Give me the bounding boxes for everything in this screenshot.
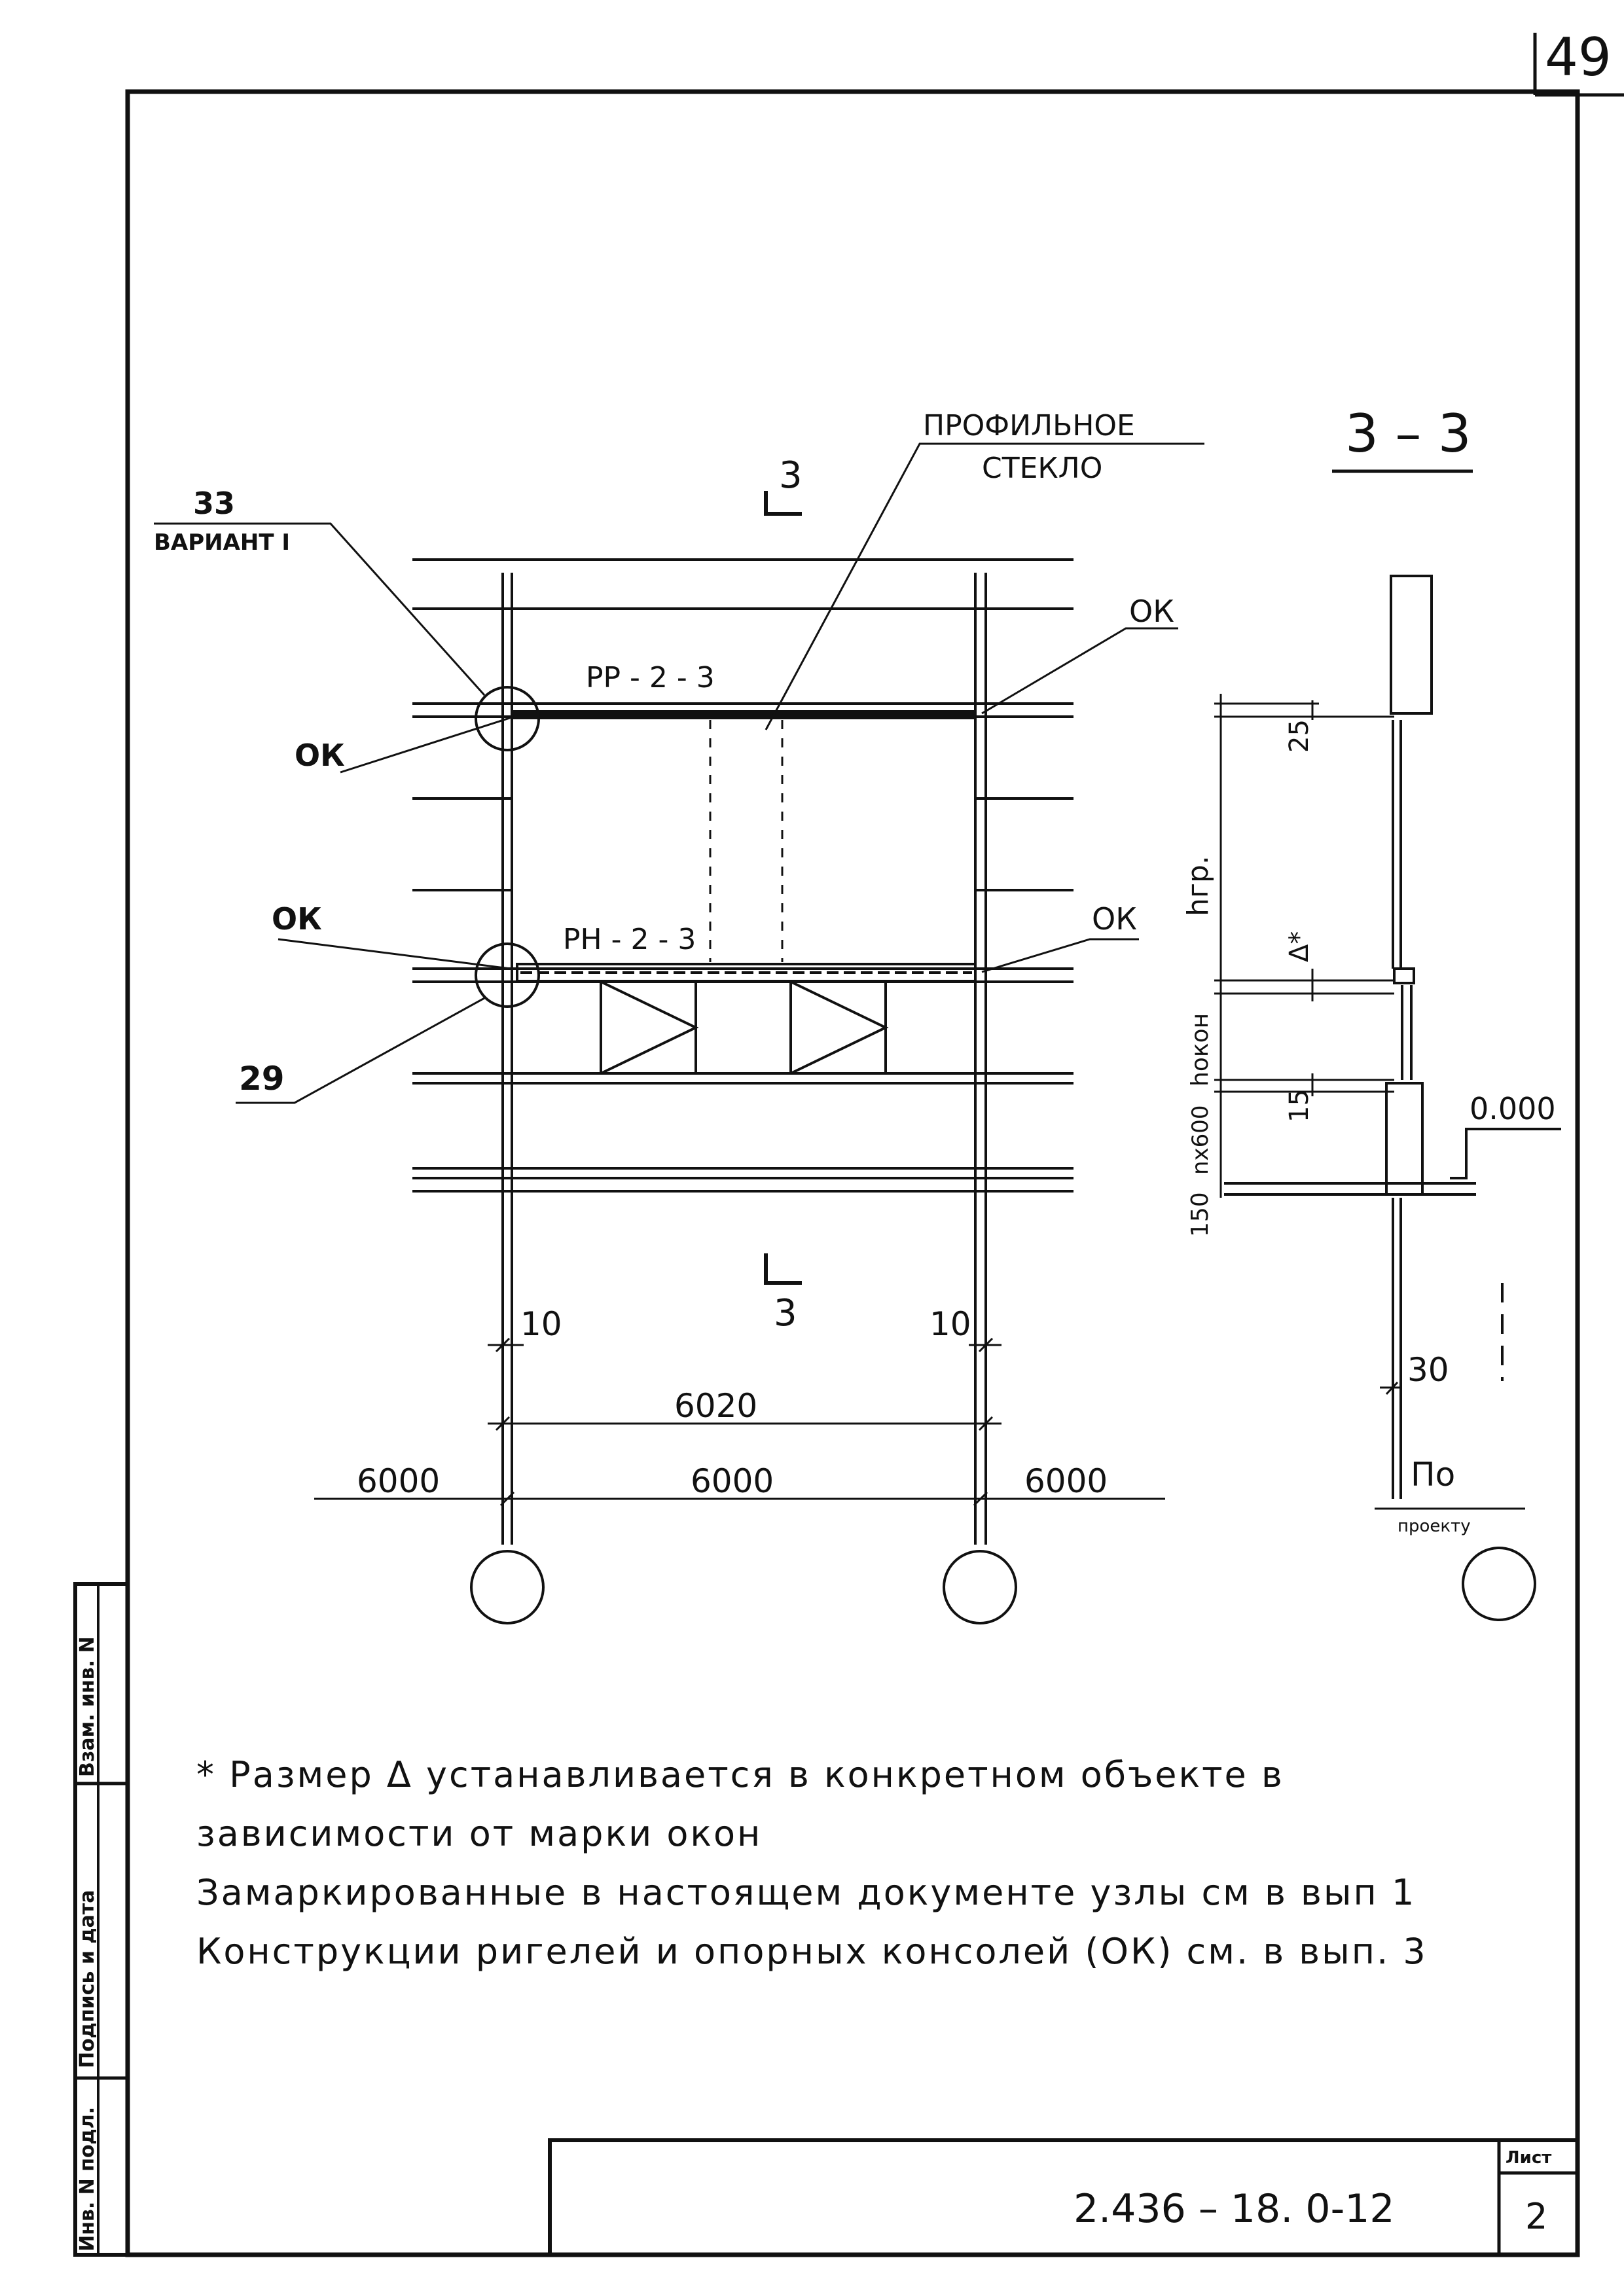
dim-10-left: 10	[520, 1305, 562, 1343]
section-dim-30: 30	[1407, 1351, 1449, 1389]
section-dimension-line	[1214, 694, 1401, 1395]
elevation-view: 3 3 ПРОФИЛЬНОЕ СТЕКЛО 33 ВАРИАНТ I 29 ОК…	[154, 409, 1204, 1624]
by-project-1: По	[1411, 1456, 1455, 1494]
sheet-corner-number: 49	[1545, 27, 1612, 88]
ok-label-left-bottom: ОК	[272, 901, 322, 937]
node-29-leader	[236, 997, 485, 1104]
sheet-number: 2	[1525, 2196, 1547, 2237]
node-33-leader	[154, 522, 486, 696]
stamp-label-inv-podl: Инв. N подл.	[76, 2107, 99, 2251]
section-title: 3 – 3	[1345, 403, 1471, 464]
profiled-glass-label-1: ПРОФИЛЬНОЕ	[923, 409, 1135, 442]
node-29-label: 29	[239, 1060, 285, 1098]
section-3-3: 3 – 3	[1182, 403, 1561, 1621]
profiled-glass-leader	[765, 442, 1204, 730]
section-dim-25: 25	[1284, 719, 1314, 753]
node-33-variant: ВАРИАНТ I	[154, 529, 290, 556]
note-line-4: Конструкции ригелей и опорных консолей (…	[196, 1931, 1428, 1972]
sheet-label: Лист	[1506, 2148, 1551, 2168]
axis-bubble-left	[470, 1550, 545, 1624]
section-mark-bottom: 3	[774, 1292, 797, 1335]
beam-top-label: РР - 2 - 3	[586, 661, 715, 694]
dim-6000-left: 6000	[357, 1462, 440, 1500]
beam-rn-2-3	[516, 963, 977, 982]
dim-10-right: 10	[929, 1305, 971, 1343]
beam-bottom-label: РН - 2 - 3	[563, 923, 696, 956]
section-mark-top: 3	[779, 454, 803, 497]
ok-label-right-top: ОК	[1129, 594, 1174, 629]
node-29-circle	[475, 942, 540, 1008]
section-dim-hokon: hокон	[1187, 1013, 1214, 1086]
profiled-glass-label-2: СТЕКЛО	[982, 452, 1102, 485]
section-body	[1224, 575, 1504, 1499]
section-dim-delta: Δ*	[1284, 931, 1314, 962]
dim-6000-right: 6000	[1024, 1462, 1108, 1500]
document-code: 2.436 – 18. 0-12	[1074, 2186, 1395, 2232]
side-stamp: Инв. N подл. Подпись и дата Взам. инв. N	[73, 1582, 130, 2257]
node-33-label: 33	[193, 486, 235, 521]
section-dim-15: 15	[1284, 1089, 1314, 1122]
dim-6020: 6020	[674, 1387, 757, 1425]
stamp-label-signature-date: Подпись и дата	[76, 1890, 99, 2068]
beam-rr-2-3	[512, 710, 975, 719]
note-line-1: * Размер Δ устанавливается в конкретном …	[196, 1754, 1284, 1795]
section-dim-150: 150	[1187, 1192, 1214, 1237]
level-mark: 0.000	[1470, 1091, 1556, 1126]
dimension-lines	[314, 1335, 1165, 1507]
stamp-label-vzam-inv: Взам. инв. N	[76, 1636, 99, 1777]
ok-label-left-top: ОК	[295, 738, 345, 773]
axis-bubble-right	[943, 1550, 1017, 1624]
title-block: 2.436 – 18. 0-12 Лист 2	[548, 2138, 1579, 2257]
profiled-glass	[709, 720, 784, 962]
note-line-2: зависимости от марки окон	[196, 1813, 763, 1854]
node-33-circle	[475, 686, 540, 751]
window-blocks	[600, 980, 889, 1075]
section-dim-nx600: nх600	[1187, 1105, 1214, 1175]
axis-bubble-section	[1462, 1547, 1536, 1621]
dim-6000-mid: 6000	[691, 1462, 774, 1500]
note-line-3: Замаркированные в настоящем документе уз…	[196, 1872, 1416, 1913]
level-mark-leader	[1450, 1128, 1561, 1179]
section-dim-hgr: hгр.	[1182, 855, 1215, 916]
by-project-2: проекту	[1398, 1516, 1471, 1536]
ok-label-right-bottom: ОК	[1092, 901, 1137, 937]
